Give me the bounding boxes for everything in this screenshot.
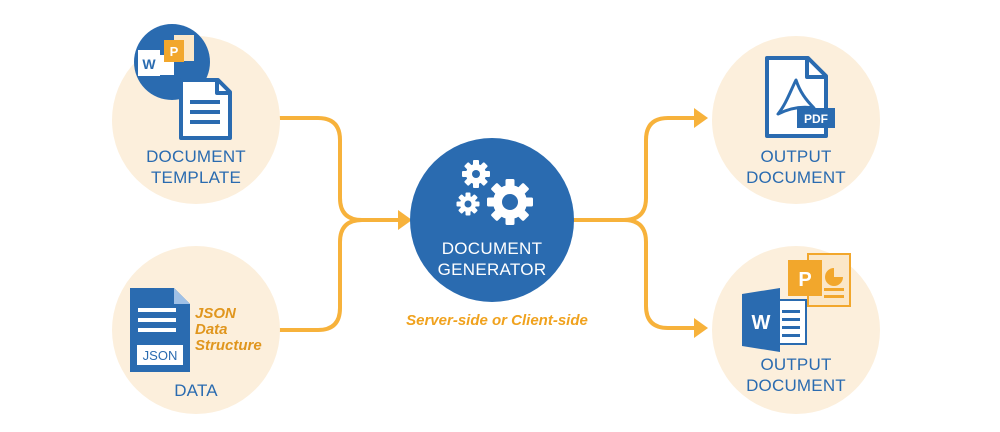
- data-label-text: DATA: [174, 381, 218, 400]
- output-word-letter: W: [752, 312, 771, 334]
- pdf-output-label-line1: OUTPUT: [760, 147, 832, 166]
- connector-template-to-generator: [276, 116, 404, 222]
- arrowhead-office-output: [694, 318, 708, 338]
- pdf-output-label-line2: DOCUMENT: [746, 168, 846, 187]
- office-output-label-line2: DOCUMENT: [746, 376, 846, 395]
- output-ppt-letter: P: [798, 269, 811, 291]
- arrowhead-generator: [398, 210, 412, 230]
- connector-to-office-output: [622, 218, 698, 330]
- output-word-icon: W: [742, 288, 807, 352]
- connector-to-pdf-output: [622, 116, 698, 222]
- document-template-label: DOCUMENT TEMPLATE: [126, 146, 266, 188]
- generator-label-line2: GENERATOR: [437, 260, 547, 279]
- document-template-label-line1: DOCUMENT: [146, 147, 246, 166]
- json-label-line2: Data: [195, 321, 228, 338]
- data-label: DATA: [146, 380, 246, 401]
- json-file-icon: JSON: [130, 288, 190, 372]
- arrowhead-pdf-output: [694, 108, 708, 128]
- generator-circle: [410, 138, 574, 302]
- connector-lines: [276, 116, 698, 332]
- template-ppt-letter: P: [170, 44, 179, 59]
- json-label-line3: Structure: [195, 337, 262, 354]
- output-powerpoint-icon: P: [788, 253, 851, 307]
- template-word-letter: W: [142, 56, 156, 72]
- json-data-structure-label: JSON Data Structure: [195, 306, 275, 354]
- pdf-badge: PDF: [804, 112, 828, 126]
- json-badge: JSON: [143, 348, 178, 363]
- office-output-label-line1: OUTPUT: [760, 355, 832, 374]
- pdf-file-icon: PDF: [765, 56, 835, 138]
- document-template-label-line2: TEMPLATE: [150, 168, 242, 187]
- acrobat-icon: [776, 78, 816, 116]
- generator-label-line1: DOCUMENT: [441, 239, 543, 258]
- document-generator-label: DOCUMENT GENERATOR: [422, 238, 562, 280]
- office-output-icons: P W: [742, 253, 851, 352]
- powerpoint-icon: P: [164, 35, 194, 62]
- office-output-label: OUTPUT DOCUMENT: [731, 354, 861, 396]
- json-label-line1: JSON: [195, 305, 236, 322]
- connector-data-to-generator: [276, 218, 364, 332]
- gears-icon: [456, 160, 533, 225]
- document-icon: [179, 78, 232, 140]
- pdf-output-label: OUTPUT DOCUMENT: [731, 146, 861, 188]
- generator-subtitle: Server-side or Client-side: [406, 312, 588, 329]
